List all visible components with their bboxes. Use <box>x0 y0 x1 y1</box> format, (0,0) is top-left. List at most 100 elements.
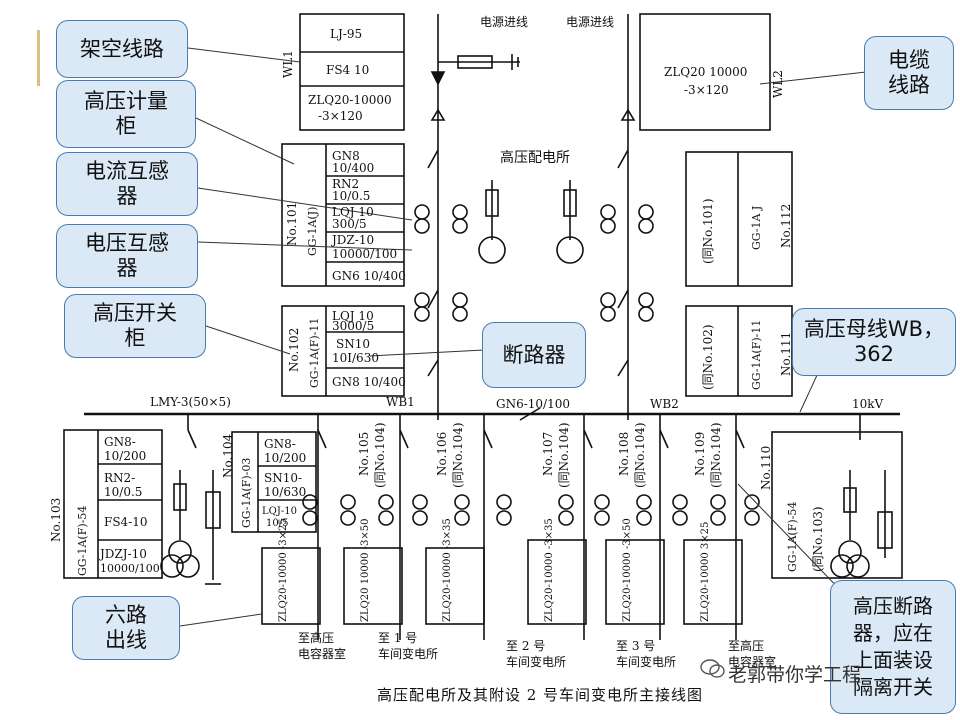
cab101-type: GG-1A(J) <box>306 207 319 256</box>
power-in-left: 电源进线 <box>480 15 528 29</box>
overhead-row-4: -3×120 <box>318 109 363 123</box>
feeder-105-ref: (同No.104) <box>373 422 387 488</box>
feeder-107-no: No.107 <box>541 432 555 476</box>
cab103-row-3: RN2- <box>104 471 135 485</box>
overhead-row-3: ZLQ20-10000 <box>308 93 392 107</box>
cab101-row-7: JDZ-10 <box>330 233 374 247</box>
cable-2: ZLQ20 10000 -3×50 <box>360 518 371 622</box>
destination-line: 至高压 <box>298 630 334 645</box>
cab103-row-1: GN8- <box>104 435 136 449</box>
callout-six-outgoing: 六路 出线 <box>72 596 180 660</box>
destination-line: 至 1 号 <box>378 631 417 645</box>
dest-1: 至高压电容器室 <box>298 630 346 661</box>
cab101-row-3: RN2 <box>332 177 359 191</box>
cab102-row-2: 3000/5 <box>332 319 374 333</box>
cab103-row-4: 10/0.5 <box>104 485 142 499</box>
cab103-row-6: JDZJ-10 <box>98 547 147 561</box>
callout-hv-breaker-note: 高压断路 器，应在 上面装设 隔离开关 <box>830 580 956 714</box>
cab102-row-3: SN10 <box>336 337 370 351</box>
destination-line: 车间变电所 <box>378 646 438 661</box>
cab102-row-1: LQJ 10 <box>332 309 374 323</box>
feeder-109-ref: (同No.104) <box>709 422 723 488</box>
dest-3: 至 2 号车间变电所 <box>506 639 566 669</box>
bus-wb2: WB2 <box>650 397 679 411</box>
cab102-row-4: 10I/630 <box>332 351 379 365</box>
cab101-row-1: GN8 <box>332 149 360 163</box>
cab102-no: No.102 <box>287 328 301 372</box>
destination-line: 至 2 号 <box>506 639 545 653</box>
cable-1: ZLQ20-10000 -3×25 <box>278 518 289 622</box>
cab102-type: GG-1A(F)-11 <box>308 318 321 388</box>
cable-6: ZLQ20-10000 3×25 <box>700 522 711 622</box>
cable-5: ZLQ20-10000 -3×50 <box>622 518 633 622</box>
callout-current-transformer: 电流互感 器 <box>56 152 198 216</box>
diagram-lines <box>63 13 903 640</box>
cab110-no: No.110 <box>759 446 773 490</box>
cab101-row-2: 10/400 <box>332 161 374 175</box>
cab102-row-5: GN8 10/400 <box>332 375 406 389</box>
cable-row-1: ZLQ20 10000 <box>664 65 747 79</box>
accent-bar <box>37 30 40 86</box>
cab111-ref: (同No.102) <box>701 324 715 390</box>
callout-hv-metering-cabinet: 高压计量 柜 <box>56 80 196 148</box>
cab112-type: GG-1A J <box>750 206 763 250</box>
cable-4: ZLQ20-10000 -3×35 <box>544 518 555 622</box>
leader-lines <box>179 47 867 627</box>
cab103-type: GG-1A(F)-54 <box>76 506 89 576</box>
cabinet-103-frame <box>63 429 163 579</box>
cab103-no: No.103 <box>49 498 63 542</box>
cab101-row-9: GN6 10/400 <box>332 269 406 283</box>
cabinet-101-frame <box>281 143 405 287</box>
callout-hv-switch-cabinet: 高压开关 柜 <box>64 294 206 358</box>
cab103-row-7: 10000/100 <box>100 562 160 575</box>
cab112-no: No.112 <box>779 204 793 248</box>
cab101-row-6: 300/5 <box>332 217 367 231</box>
line-wl2: WL2 <box>771 70 785 98</box>
cab101-row-4: 10/0.5 <box>332 189 370 203</box>
cabinet-112-frame <box>685 151 793 287</box>
feeder-108-no: No.108 <box>617 432 631 476</box>
cab101-row-5: LQJ 10 <box>332 205 374 219</box>
cab110-type: GG-1A(F)-54 <box>786 502 799 572</box>
feeder-row-5: LQJ-10 <box>262 506 297 517</box>
feeder-108-ref: (同No.104) <box>633 422 647 488</box>
cab104-no: No.104 <box>221 433 235 478</box>
feeder-107-ref: (同No.104) <box>557 422 571 488</box>
callout-cable-line: 电缆 线路 <box>864 36 954 110</box>
destination-line: 电容器室 <box>728 654 776 669</box>
bus-kv: 10kV <box>852 397 884 411</box>
cab101-row-8: 10000/100 <box>332 247 397 261</box>
cable-3: ZLQ20-10000 -3×35 <box>442 518 453 622</box>
dest-2: 至 1 号车间变电所 <box>378 631 438 661</box>
destination-line: 至 3 号 <box>616 639 655 653</box>
destination-line: 电容器室 <box>298 646 346 661</box>
destination-line: 至高压 <box>728 638 764 653</box>
overhead-row-2: FS4 10 <box>326 63 369 77</box>
feeder-106-no: No.106 <box>435 432 449 476</box>
overhead-row-1: LJ-95 <box>330 27 362 41</box>
watermark: 老郭带你学工程 <box>728 664 862 686</box>
cab110-ref: (同No.103) <box>811 506 825 572</box>
bus-wb1: WB1 <box>386 395 415 409</box>
overhead-table-frame <box>299 13 405 131</box>
feeder-cabinet-frame <box>231 431 317 533</box>
bus-gn6: GN6-10/100 <box>496 397 570 411</box>
callout-voltage-transformer: 电压互感 器 <box>56 224 198 288</box>
cable-row-2: -3×120 <box>684 83 729 97</box>
feeder-row-2: 10/200 <box>264 451 306 465</box>
feeder-row-6: 10/5 <box>266 518 288 529</box>
bus-lmy: LMY-3(50×5) <box>150 395 231 409</box>
substation-label: 高压配电所 <box>500 149 570 166</box>
cab103-row-2: 10/200 <box>104 449 146 463</box>
callout-overhead-line: 架空线路 <box>56 20 188 78</box>
cable-table-frame <box>639 13 771 131</box>
diagram-labels: 电源进线 电源进线 高压配电所 WL1 WL2 LJ-95 FS4 10 ZLQ… <box>49 15 884 622</box>
feeder-cab-type: GG-1A(F)-03 <box>240 458 253 528</box>
cab112-ref: (同No.101) <box>701 198 715 264</box>
feeder-105-no: No.105 <box>357 432 371 476</box>
cab101-no: No.101 <box>285 202 299 246</box>
diagram-caption: 高压配电所及其附设 2 号车间变电所主接线图 <box>376 686 704 704</box>
cab103-row-5: FS4-10 <box>104 515 148 529</box>
callout-breaker: 断路器 <box>482 322 586 388</box>
